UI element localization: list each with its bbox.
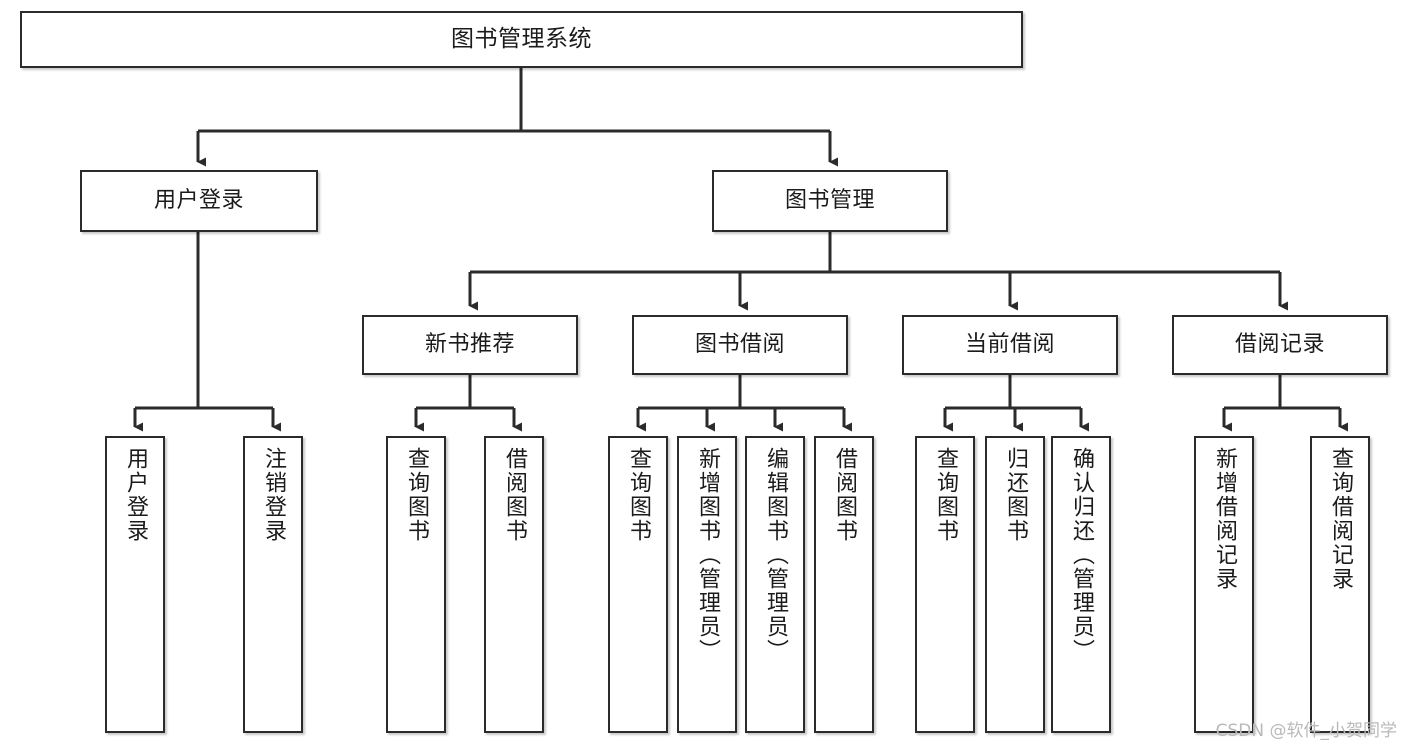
node-book-borrow[interactable]: 图书借阅 (632, 315, 848, 375)
node-label: 图书管理 (784, 188, 875, 214)
node-label: 用户登录 (123, 447, 148, 543)
node-leaf-book-borrow-borrow-books[interactable]: 借阅图书 (814, 436, 874, 733)
node-borrow-record[interactable]: 借阅记录 (1172, 315, 1388, 375)
node-label: 借阅图书 (832, 447, 857, 543)
node-label: 查询图书 (626, 447, 651, 543)
node-current-borrow[interactable]: 当前借阅 (902, 315, 1118, 375)
node-leaf-book-borrow-query-books[interactable]: 查询图书 (608, 436, 668, 733)
node-book-management[interactable]: 图书管理 (712, 170, 948, 232)
node-user-login[interactable]: 用户登录 (80, 170, 318, 232)
node-leaf-current-borrow-return-books[interactable]: 归还图书 (985, 436, 1045, 733)
node-leaf-new-book-borrow-books[interactable]: 借阅图书 (484, 436, 544, 733)
node-label: 查询借阅记录 (1328, 447, 1353, 591)
node-label: 编辑图书（管理员） (763, 447, 788, 663)
node-label: 当前借阅 (964, 332, 1055, 358)
node-leaf-user-login-login[interactable]: 用户登录 (105, 436, 165, 733)
node-label: 借阅记录 (1234, 332, 1325, 358)
node-leaf-book-borrow-add-book-admin[interactable]: 新增图书（管理员） (677, 436, 737, 733)
node-label: 借阅图书 (502, 447, 527, 543)
node-label: 注销登录 (261, 447, 286, 543)
node-label: 归还图书 (1003, 447, 1028, 543)
node-label: 新增图书（管理员） (695, 447, 720, 663)
node-label: 确认归还（管理员） (1069, 447, 1094, 663)
node-label: 图书管理系统 (451, 26, 592, 53)
csdn-watermark: CSDN @软件_小贺同学 (1215, 721, 1397, 741)
node-leaf-borrow-record-query-record[interactable]: 查询借阅记录 (1310, 436, 1370, 733)
node-leaf-current-borrow-query-books[interactable]: 查询图书 (915, 436, 975, 733)
node-new-book-recommendation[interactable]: 新书推荐 (362, 315, 578, 375)
node-label: 查询图书 (933, 447, 958, 543)
node-label: 用户登录 (153, 188, 244, 214)
node-label: 新书推荐 (424, 332, 515, 358)
node-leaf-new-book-query-books[interactable]: 查询图书 (386, 436, 446, 733)
node-root-book-management-system[interactable]: 图书管理系统 (20, 11, 1023, 68)
node-leaf-book-borrow-edit-book-admin[interactable]: 编辑图书（管理员） (745, 436, 805, 733)
node-label: 查询图书 (404, 447, 429, 543)
node-label: 图书借阅 (694, 332, 785, 358)
node-leaf-user-login-logout[interactable]: 注销登录 (243, 436, 303, 733)
node-leaf-current-borrow-confirm-return-admin[interactable]: 确认归还（管理员） (1051, 436, 1111, 733)
node-leaf-borrow-record-add-record[interactable]: 新增借阅记录 (1194, 436, 1254, 733)
node-label: 新增借阅记录 (1212, 447, 1237, 591)
